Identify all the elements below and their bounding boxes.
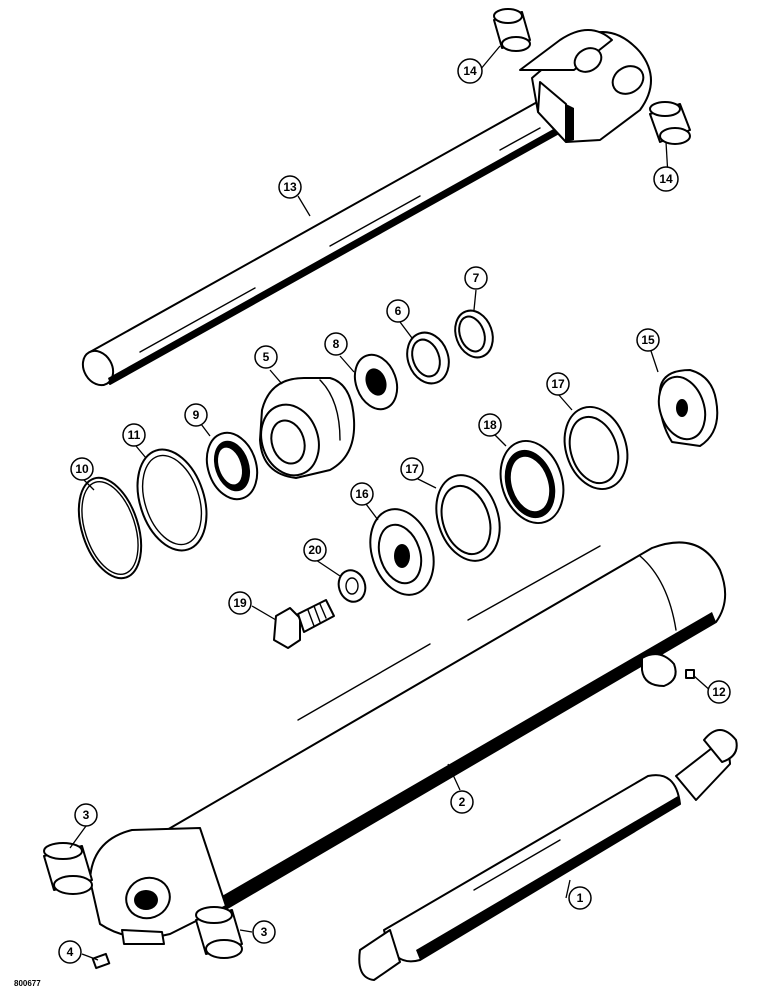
callout-7-label: 7 bbox=[473, 271, 480, 285]
callout-7: 7 bbox=[464, 266, 488, 290]
o-ring-10 bbox=[77, 476, 143, 580]
callout-9: 9 bbox=[184, 403, 208, 427]
bolt-19 bbox=[273, 599, 335, 649]
callout-1: 1 bbox=[568, 886, 592, 910]
backup-ring-11 bbox=[136, 448, 208, 552]
callout-16: 16 bbox=[350, 482, 374, 506]
callout-10: 10 bbox=[70, 457, 94, 481]
callout-20-label: 20 bbox=[308, 543, 322, 557]
leader-lines bbox=[69, 45, 713, 961]
piston-16 bbox=[369, 508, 435, 596]
figure-code: 800677 bbox=[14, 979, 41, 988]
callout-4: 4 bbox=[58, 940, 82, 964]
callout-11-label: 11 bbox=[128, 428, 141, 442]
callout-17b-label: 17 bbox=[405, 462, 419, 476]
callout-3b: 3 bbox=[252, 920, 276, 944]
callout-20: 20 bbox=[303, 538, 327, 562]
piston-rod bbox=[81, 95, 569, 387]
callout-15-label: 15 bbox=[641, 333, 655, 347]
seal-7 bbox=[454, 309, 494, 359]
callout-11: 11 bbox=[122, 423, 146, 447]
seal-6 bbox=[406, 331, 450, 385]
callout-18-label: 18 bbox=[483, 418, 497, 432]
callout-3a-label: 3 bbox=[83, 808, 90, 822]
barrel-bushing-bottom bbox=[195, 906, 243, 959]
callout-1-label: 1 bbox=[577, 891, 584, 905]
callout-4-label: 4 bbox=[67, 945, 74, 959]
callout-18: 18 bbox=[478, 413, 502, 437]
callout-19-label: 19 bbox=[233, 596, 247, 610]
piston-ring-8 bbox=[353, 353, 399, 411]
barrel-bushing-left bbox=[43, 842, 93, 895]
callout-8: 8 bbox=[324, 332, 348, 356]
callout-14a: 14 bbox=[457, 58, 483, 84]
callout-14a-label: 14 bbox=[463, 64, 477, 78]
piston-15 bbox=[657, 369, 719, 447]
rod-bushing-top bbox=[493, 8, 531, 52]
callout-2: 2 bbox=[450, 790, 474, 814]
callout-13-label: 13 bbox=[283, 180, 297, 194]
callout-17b: 17 bbox=[400, 457, 424, 481]
callout-19: 19 bbox=[228, 591, 252, 615]
callout-8-label: 8 bbox=[333, 337, 340, 351]
callout-14b: 14 bbox=[653, 166, 679, 192]
grease-fitting-12 bbox=[641, 653, 695, 687]
callout-13: 13 bbox=[278, 175, 302, 199]
barrel-end-eye bbox=[89, 827, 227, 945]
rod-clevis-eye bbox=[519, 29, 652, 143]
callout-3b-label: 3 bbox=[261, 925, 268, 939]
wear-ring-17-upper bbox=[563, 405, 629, 491]
wiper-seal-9 bbox=[205, 431, 259, 501]
callout-6-label: 6 bbox=[395, 304, 402, 318]
wear-ring-17-lower bbox=[435, 474, 501, 562]
cylinder-barrel bbox=[159, 541, 727, 911]
callout-10-label: 10 bbox=[75, 462, 89, 476]
callout-5: 5 bbox=[254, 345, 278, 369]
washer-20 bbox=[337, 569, 367, 603]
seal-18 bbox=[499, 439, 565, 525]
callout-2-label: 2 bbox=[459, 795, 466, 809]
callout-5-label: 5 bbox=[263, 350, 270, 364]
callout-9-label: 9 bbox=[193, 408, 200, 422]
callout-17a-label: 17 bbox=[551, 377, 565, 391]
callout-14b-label: 14 bbox=[659, 172, 673, 186]
callout-3a: 3 bbox=[74, 803, 98, 827]
callout-15: 15 bbox=[636, 328, 660, 352]
callout-12: 12 bbox=[707, 680, 731, 704]
grease-fitting-4 bbox=[91, 952, 111, 970]
callout-12-label: 12 bbox=[712, 685, 726, 699]
gland-5 bbox=[259, 377, 356, 479]
rod-bushing-right bbox=[649, 101, 691, 145]
cylinder-assembly bbox=[358, 729, 738, 981]
callout-17a: 17 bbox=[546, 372, 570, 396]
callout-6: 6 bbox=[386, 299, 410, 323]
callout-16-label: 16 bbox=[355, 487, 369, 501]
